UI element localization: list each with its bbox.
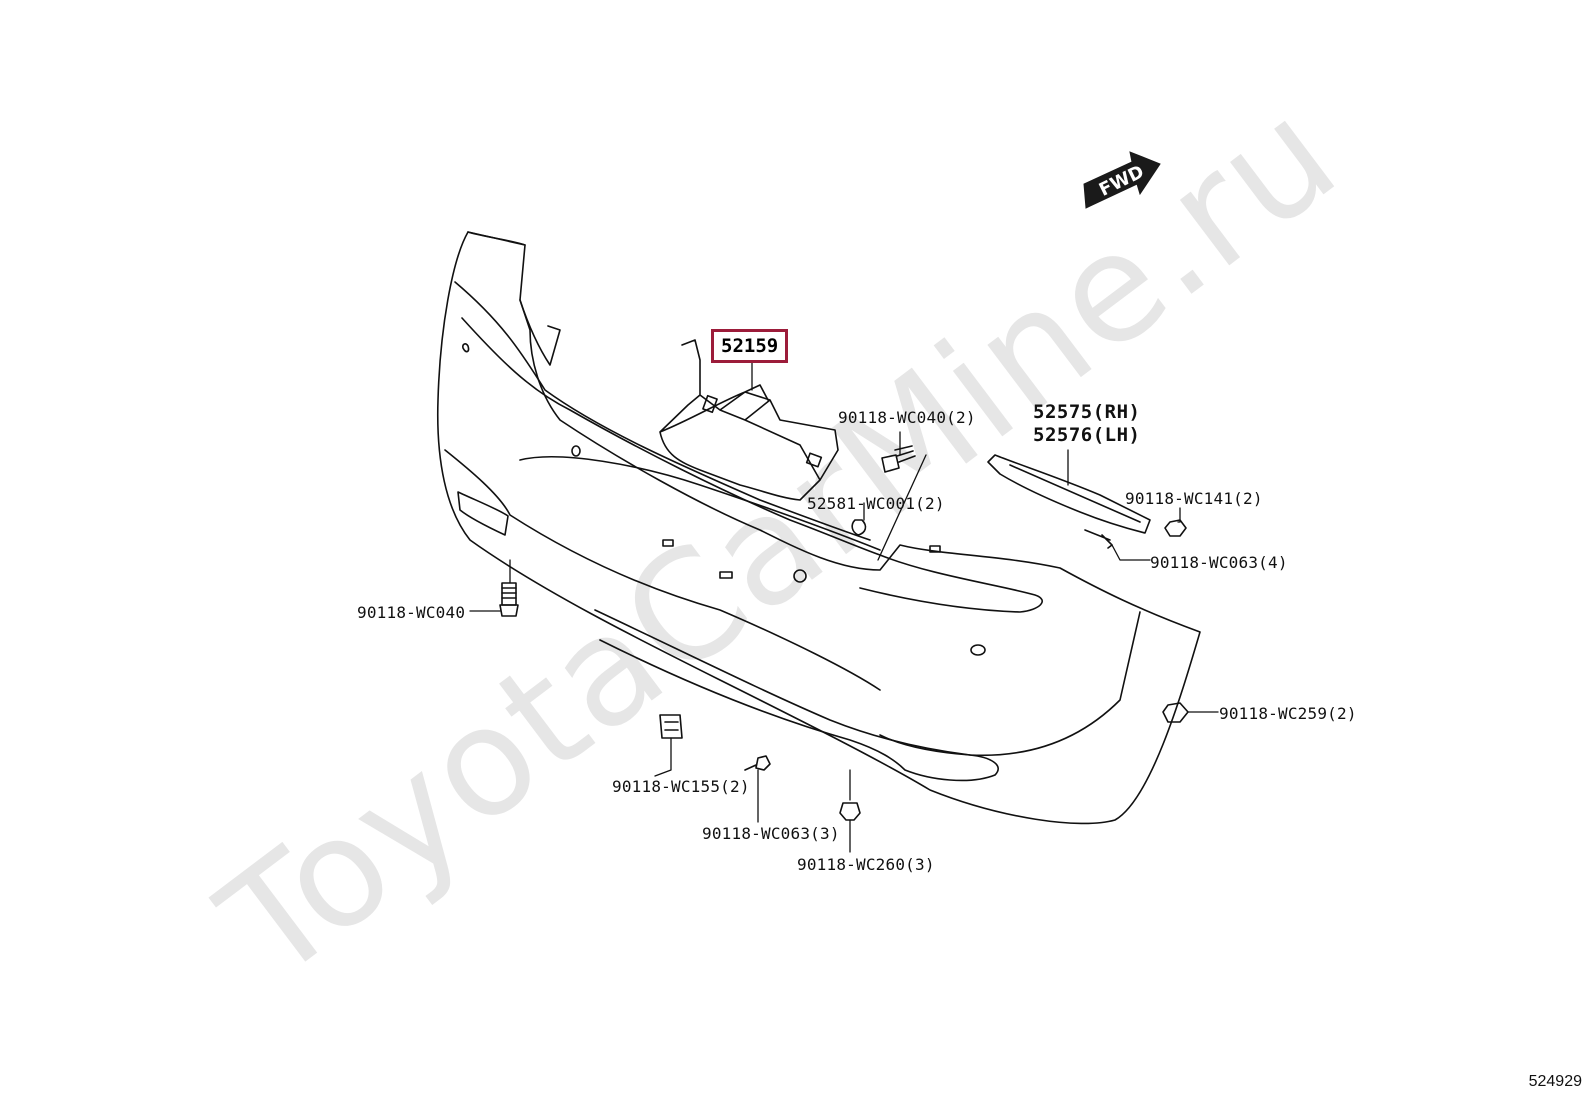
bumper-side-details xyxy=(462,343,470,353)
nut-90118-wc259 xyxy=(1162,702,1189,723)
part-number-52159[interactable]: 52159 xyxy=(711,329,789,363)
label-bolt-left[interactable]: 90118-WC040 xyxy=(357,603,466,622)
nut-90118-wc141 xyxy=(1164,519,1187,537)
leader-wc040-left xyxy=(469,559,511,612)
clip-slot-3 xyxy=(929,545,941,553)
label-clip-top[interactable]: 52581-WC001(2) xyxy=(807,494,945,513)
bumper-diffuser xyxy=(599,639,999,782)
clip-slot-1 xyxy=(662,539,674,547)
label-retainer-rh[interactable]: 52575(RH) xyxy=(1033,401,1141,423)
label-nut-right-top[interactable]: 90118-WC141(2) xyxy=(1125,489,1263,508)
label-screw-right[interactable]: 90118-WC063(4) xyxy=(1150,553,1288,572)
label-bolt-top[interactable]: 90118-WC040(2) xyxy=(838,408,976,427)
label-screw-bottom[interactable]: 90118-WC063(3) xyxy=(702,824,840,843)
bracket-slot-1 xyxy=(702,394,718,414)
sensor-hole-3 xyxy=(970,644,986,656)
bolt-90118-wc040-top xyxy=(881,445,916,473)
bracket-slot-2 xyxy=(805,452,823,468)
diagram-id: 524929 xyxy=(1528,1073,1582,1090)
side-retainer-52575 xyxy=(987,454,1151,534)
bumper-inner-ledge xyxy=(461,299,881,556)
leader-wc141 xyxy=(1177,507,1181,523)
license-recess xyxy=(519,456,1043,613)
clip-90118-wc260 xyxy=(839,802,861,821)
clip-90118-wc155 xyxy=(659,714,683,739)
leader-clip-from-52581 xyxy=(877,454,927,561)
sensor-hole-2 xyxy=(793,569,807,583)
bolt-90118-wc040-left xyxy=(499,582,519,617)
left-reflector xyxy=(457,491,509,536)
label-retainer-lh[interactable]: 52576(LH) xyxy=(1033,424,1141,446)
screw-90118-wc063-right xyxy=(1084,529,1113,549)
label-nut-right-bottom[interactable]: 90118-WC259(2) xyxy=(1219,704,1357,723)
screw-90118-wc063-bottom xyxy=(744,755,771,771)
center-bracket-52159 xyxy=(659,339,839,501)
label-clip-bottom[interactable]: 90118-WC260(3) xyxy=(797,855,935,874)
sensor-hole-1 xyxy=(571,445,581,457)
clip-52581-wc001 xyxy=(851,519,867,536)
label-clip-bottom-left[interactable]: 90118-WC155(2) xyxy=(612,777,750,796)
bumper-lower-contour xyxy=(444,449,1141,757)
leader-wc063-right xyxy=(1111,544,1151,561)
bumper-top-flange xyxy=(454,231,871,541)
bumper-cover-outline xyxy=(436,231,1201,825)
leader-wc155 xyxy=(654,737,672,777)
fwd-direction-icon: FWD xyxy=(1083,151,1161,209)
clip-slot-2 xyxy=(719,571,733,579)
